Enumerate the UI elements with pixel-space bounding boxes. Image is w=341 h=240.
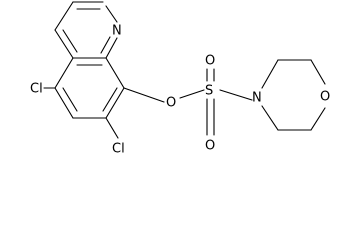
bond-morph-c2-o [310, 59, 326, 85]
atom-s: S [205, 84, 213, 99]
bond-c8-o [123, 87, 165, 103]
atom-n1: N [112, 24, 122, 39]
molecule-structure: N Cl Cl O S O O N O [30, 1, 330, 157]
bond-morph-n-c1 [261, 59, 279, 89]
bond-c8a-n1 [105, 37, 118, 59]
atom-cl5: Cl [30, 82, 43, 97]
bond-morph-o-c3 [310, 107, 326, 131]
bond-c5-c6-inner [62, 87, 78, 112]
bond-s-n [219, 89, 253, 101]
atom-cl7: Cl [112, 142, 125, 157]
bond-c7-cl [105, 117, 119, 139]
atom-o-top: O [205, 54, 215, 69]
structure-canvas: N Cl Cl O S O O N O [30, 1, 331, 157]
atom-o-bottom: O [205, 139, 215, 154]
bond-c3-c4 [54, 1, 74, 31]
bond-morph-c4-n [261, 105, 279, 131]
atom-o-ester: O [166, 96, 176, 111]
atom-o-morpholine: O [320, 90, 330, 105]
atom-n-morpholine: N [252, 91, 262, 106]
bond-c8a-n1-inner [100, 36, 111, 54]
bond-o-s [179, 89, 205, 99]
bond-c4-c4a [54, 29, 74, 59]
bond-c7-c8-inner [102, 87, 118, 112]
bond-c7-c8 [105, 87, 125, 119]
bond-c5-c6 [54, 87, 74, 119]
bond-c8-c8a [105, 57, 125, 89]
bond-c4a-c5 [54, 57, 74, 89]
bond-c4-c4a-inner [62, 29, 78, 53]
bond-n1-c2 [105, 5, 118, 23]
